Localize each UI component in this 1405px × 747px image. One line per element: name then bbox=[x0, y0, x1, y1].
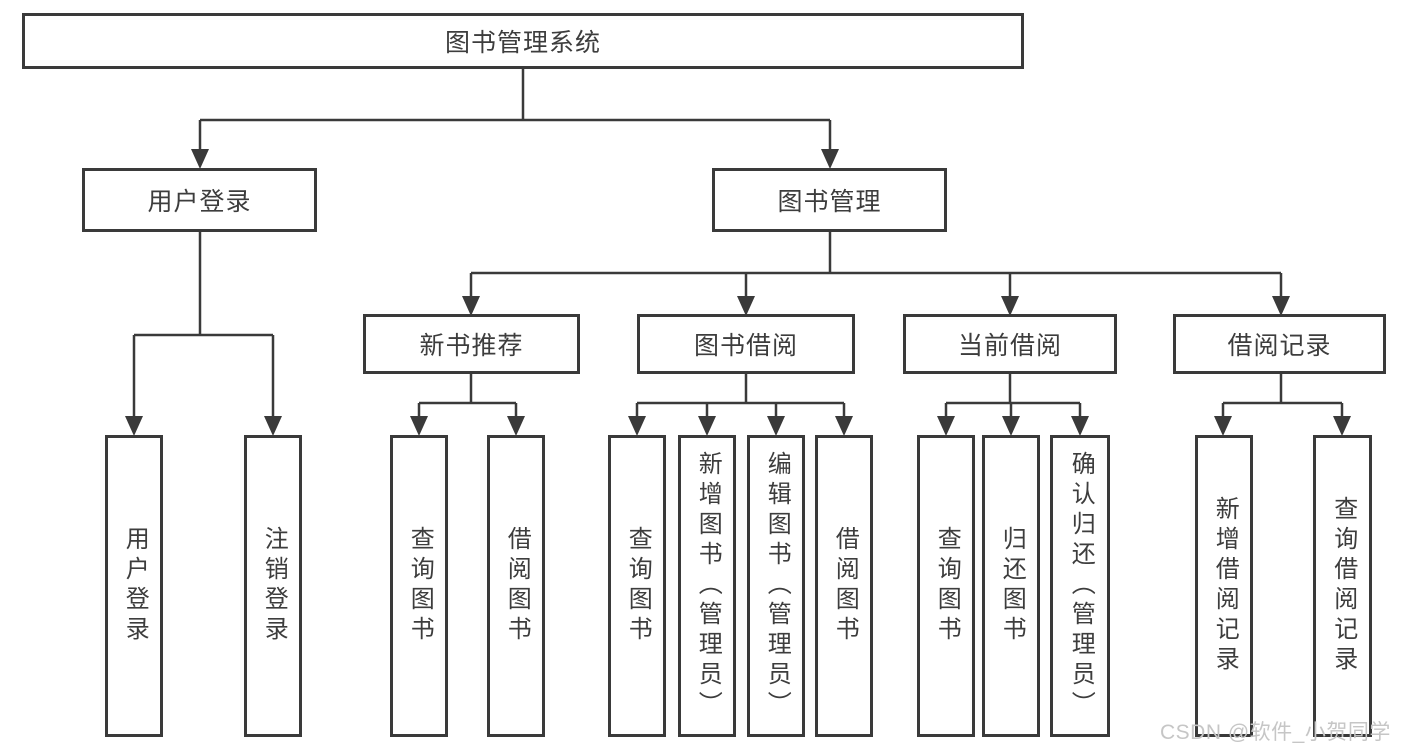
leaf-user-login: 用户登录 bbox=[105, 435, 163, 737]
node-system-root: 图书管理系统 bbox=[22, 13, 1024, 69]
leaf-cb-return-books: 归还图书 bbox=[982, 435, 1040, 737]
leaf-bb-add-books-admin-label: 新增图书（管理员） bbox=[694, 451, 722, 721]
node-book-borrowing: 图书借阅 bbox=[637, 314, 855, 374]
leaf-logout: 注销登录 bbox=[244, 435, 302, 737]
leaf-nbr-borrow-books: 借阅图书 bbox=[487, 435, 545, 737]
node-book-borrowing-label: 图书借阅 bbox=[693, 332, 798, 360]
watermark: CSDN @软件_小贺同学 bbox=[1160, 721, 1391, 744]
leaf-br-query-record: 查询借阅记录 bbox=[1313, 435, 1372, 737]
leaf-br-add-record-label: 新增借阅记录 bbox=[1211, 496, 1239, 676]
node-new-book-recommend: 新书推荐 bbox=[363, 314, 580, 374]
leaf-bb-edit-books-admin-label: 编辑图书（管理员） bbox=[763, 451, 791, 721]
leaf-user-login-label: 用户登录 bbox=[121, 526, 149, 646]
node-system-root-label: 图书管理系统 bbox=[444, 29, 601, 57]
leaf-bb-query-books: 查询图书 bbox=[608, 435, 666, 737]
leaf-br-query-record-label: 查询借阅记录 bbox=[1329, 496, 1357, 676]
leaf-br-add-record: 新增借阅记录 bbox=[1195, 435, 1253, 737]
node-book-management-label: 图书管理 bbox=[777, 188, 882, 216]
leaf-nbr-query-books: 查询图书 bbox=[390, 435, 448, 737]
leaf-cb-return-books-label: 归还图书 bbox=[998, 526, 1026, 646]
leaf-nbr-query-books-label: 查询图书 bbox=[406, 526, 434, 646]
leaf-cb-confirm-return-admin: 确认归还（管理员） bbox=[1050, 435, 1110, 737]
leaf-logout-label: 注销登录 bbox=[260, 526, 288, 646]
leaf-nbr-borrow-books-label: 借阅图书 bbox=[503, 526, 531, 646]
node-new-book-recommend-label: 新书推荐 bbox=[419, 332, 524, 360]
node-user-login-label: 用户登录 bbox=[147, 188, 252, 216]
leaf-bb-add-books-admin: 新增图书（管理员） bbox=[678, 435, 736, 737]
leaf-bb-query-books-label: 查询图书 bbox=[624, 526, 652, 646]
leaf-bb-borrow-books-label: 借阅图书 bbox=[831, 526, 859, 646]
node-borrowing-records: 借阅记录 bbox=[1173, 314, 1386, 374]
node-borrowing-records-label: 借阅记录 bbox=[1227, 332, 1332, 360]
leaf-bb-edit-books-admin: 编辑图书（管理员） bbox=[747, 435, 805, 737]
node-book-management: 图书管理 bbox=[712, 168, 947, 232]
node-current-borrowing: 当前借阅 bbox=[903, 314, 1117, 374]
leaf-cb-query-books: 查询图书 bbox=[917, 435, 975, 737]
leaf-bb-borrow-books: 借阅图书 bbox=[815, 435, 873, 737]
node-user-login: 用户登录 bbox=[82, 168, 317, 232]
leaf-cb-query-books-label: 查询图书 bbox=[933, 526, 961, 646]
node-current-borrowing-label: 当前借阅 bbox=[957, 332, 1062, 360]
leaf-cb-confirm-return-admin-label: 确认归还（管理员） bbox=[1067, 451, 1095, 721]
